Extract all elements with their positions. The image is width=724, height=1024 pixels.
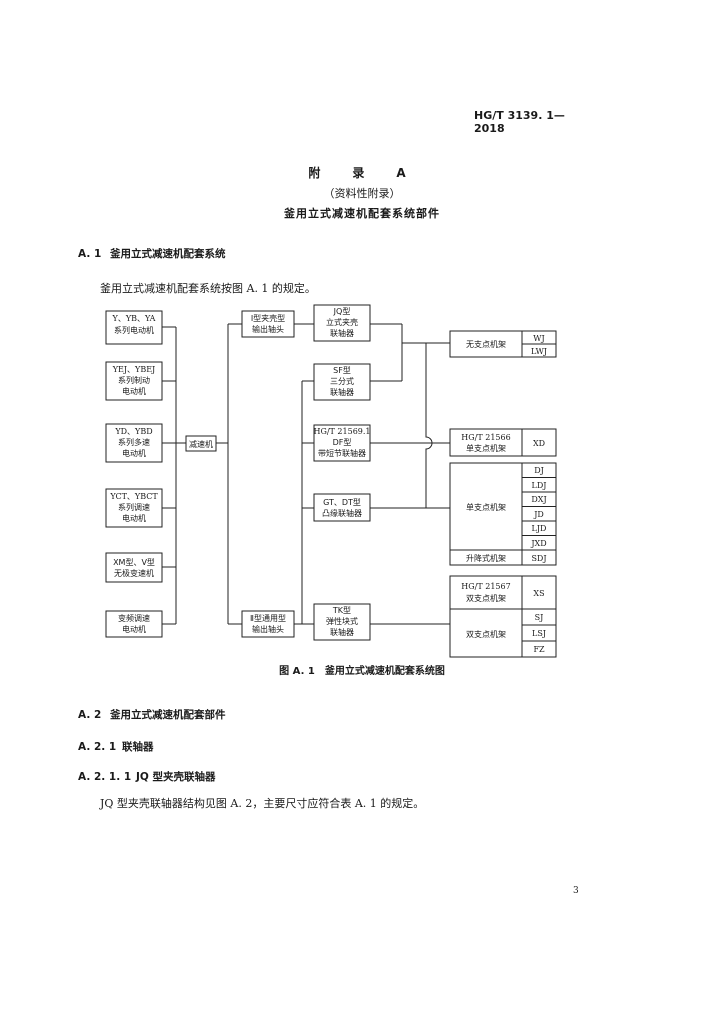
- appendix-kind: （资料性附录）: [323, 187, 401, 200]
- appendix-title: 釜用立式减速机配套系统部件: [284, 207, 440, 220]
- frame-lift: 升降式机架 SDJ: [449, 549, 557, 566]
- section-a1-heading: A. 1 釜用立式减速机配套系统: [78, 246, 226, 261]
- svg-text:JD: JD: [533, 510, 544, 519]
- svg-text:升降式机架: 升降式机架: [466, 553, 506, 563]
- svg-text:无支点机架: 无支点机架: [466, 339, 506, 349]
- section-title: JQ 型夹壳联轴器: [136, 771, 216, 783]
- svg-text:电动机: 电动机: [122, 386, 146, 396]
- svg-text:YD、YBD: YD、YBD: [114, 427, 152, 436]
- svg-text:WJ: WJ: [533, 334, 544, 343]
- frame-double-support: 双支点机架 SJ LSJ FZ: [449, 608, 557, 658]
- svg-text:DJ: DJ: [534, 466, 544, 475]
- svg-text:单支点机架: 单支点机架: [466, 502, 506, 512]
- coupling-sf: SF型 三分式 联轴器: [313, 363, 371, 401]
- coupling-gt-dt: GT、DT型 凸缘联轴器: [313, 493, 371, 522]
- svg-text:XM型、V型: XM型、V型: [113, 558, 155, 567]
- svg-text:SDJ: SDJ: [531, 554, 546, 563]
- svg-text:HG/T 21566: HG/T 21566: [461, 433, 510, 442]
- svg-text:LJD: LJD: [532, 524, 547, 533]
- svg-text:HG/T 21569.1: HG/T 21569.1: [313, 427, 370, 436]
- section-number: A. 2: [78, 709, 102, 721]
- svg-text:电动机: 电动机: [122, 448, 146, 458]
- svg-text:变频调速: 变频调速: [118, 613, 150, 623]
- svg-text:电动机: 电动机: [122, 513, 146, 523]
- svg-text:输出轴头: 输出轴头: [252, 324, 284, 334]
- svg-text:Y、YB、YA: Y、YB、YA: [112, 314, 156, 323]
- output-shaft-type2: Ⅱ型通用型 输出轴头: [241, 610, 295, 638]
- section-number: A. 2. 1. 1: [78, 771, 132, 783]
- svg-text:LDJ: LDJ: [532, 481, 547, 490]
- svg-text:双支点机架: 双支点机架: [466, 629, 506, 639]
- coupling-df: HG/T 21569.1 DF型 带短节联轴器: [313, 424, 371, 462]
- svg-text:DXJ: DXJ: [531, 495, 546, 504]
- svg-text:系列多速: 系列多速: [118, 437, 150, 447]
- svg-text:LWJ: LWJ: [531, 347, 547, 356]
- standard-code: HG/T 3139. 1—2018: [474, 109, 565, 135]
- svg-text:系列调速: 系列调速: [118, 502, 150, 512]
- coupling-jq: JQ型 立式夹壳 联轴器: [313, 304, 371, 342]
- svg-text:YCT、YBCT: YCT、YBCT: [109, 492, 158, 501]
- svg-text:输出轴头: 输出轴头: [252, 624, 284, 634]
- svg-text:TK型: TK型: [332, 606, 351, 615]
- svg-text:减速机: 减速机: [189, 439, 213, 449]
- section-title: 联轴器: [122, 741, 154, 753]
- svg-text:JXD: JXD: [530, 539, 546, 548]
- svg-text:系列制动: 系列制动: [118, 375, 150, 385]
- svg-text:立式夹壳: 立式夹壳: [326, 317, 358, 327]
- section-a21-heading: A. 2. 1 联轴器: [78, 739, 154, 754]
- svg-text:GT、DT型: GT、DT型: [323, 498, 361, 507]
- svg-text:JQ型: JQ型: [333, 307, 351, 316]
- coupling-tk: TK型 弹性块式 联轴器: [313, 603, 371, 641]
- svg-text:DF型: DF型: [333, 438, 352, 447]
- svg-text:Ⅰ型夹壳型: Ⅰ型夹壳型: [251, 313, 285, 323]
- svg-text:凸缘联轴器: 凸缘联轴器: [322, 508, 362, 518]
- frame-no-support: 无支点机架 WJ LWJ: [449, 330, 557, 358]
- svg-text:联轴器: 联轴器: [330, 627, 354, 637]
- svg-text:Ⅱ型通用型: Ⅱ型通用型: [250, 613, 286, 623]
- section-a2-heading: A. 2 釜用立式减速机配套部件: [78, 707, 226, 722]
- svg-text:联轴器: 联轴器: [330, 387, 354, 397]
- svg-text:系列电动机: 系列电动机: [114, 325, 154, 335]
- frame-single-support: 单支点机架 DJ LDJ DXJ JD LJD JXD: [449, 462, 557, 551]
- section-number: A. 1: [78, 248, 102, 260]
- figure-caption: 图 A. 1 釜用立式减速机配套系统图: [279, 666, 445, 677]
- svg-text:无极变速机: 无极变速机: [114, 568, 154, 578]
- svg-text:弹性块式: 弹性块式: [326, 616, 358, 626]
- motor-box-3: YD、YBD 系列多速 电动机: [105, 423, 163, 463]
- section-title: 釜用立式减速机配套部件: [110, 709, 226, 721]
- appendix-label: 附 录 A: [308, 166, 416, 180]
- output-shaft-type1: Ⅰ型夹壳型 输出轴头: [241, 310, 295, 338]
- svg-text:XS: XS: [533, 589, 544, 598]
- section-a211-paragraph: JQ 型夹壳联轴器结构见图 A. 2，主要尺寸应符合表 A. 1 的规定。: [100, 797, 425, 810]
- section-title: 釜用立式减速机配套系统: [110, 248, 226, 260]
- motor-box-2: YEJ、YBEJ 系列制动 电动机: [105, 361, 163, 401]
- svg-text:SF型: SF型: [333, 366, 351, 375]
- svg-text:XD: XD: [533, 439, 545, 448]
- section-number: A. 2. 1: [78, 741, 117, 753]
- svg-text:HG/T 21567: HG/T 21567: [461, 582, 510, 591]
- section-a211-heading: A. 2. 1. 1 JQ 型夹壳联轴器: [78, 769, 216, 784]
- motor-box-1: Y、YB、YA 系列电动机: [105, 310, 163, 345]
- svg-text:LSJ: LSJ: [532, 629, 546, 638]
- svg-text:电动机: 电动机: [122, 624, 146, 634]
- frame-hg21567: HG/T 21567 双支点机架 XS: [449, 575, 557, 610]
- reducer-box: 减速机: [185, 435, 217, 452]
- page-number: 3: [573, 886, 579, 896]
- svg-text:单支点机架: 单支点机架: [466, 443, 506, 453]
- svg-text:联轴器: 联轴器: [330, 328, 354, 338]
- frame-hg21566: HG/T 21566 单支点机架 XD: [449, 428, 557, 457]
- motor-box-5: XM型、V型 无极变速机: [105, 552, 163, 583]
- svg-text:SJ: SJ: [535, 613, 544, 622]
- motor-box-6: 变频调速 电动机: [105, 610, 163, 638]
- svg-text:双支点机架: 双支点机架: [466, 593, 506, 603]
- motor-box-4: YCT、YBCT 系列调速 电动机: [105, 488, 163, 528]
- section-a1-paragraph: 釜用立式减速机配套系统按图 A. 1 的规定。: [100, 282, 316, 295]
- svg-text:FZ: FZ: [533, 645, 545, 654]
- svg-text:三分式: 三分式: [330, 376, 354, 386]
- svg-text:带短节联轴器: 带短节联轴器: [318, 448, 366, 458]
- svg-text:YEJ、YBEJ: YEJ、YBEJ: [112, 365, 156, 374]
